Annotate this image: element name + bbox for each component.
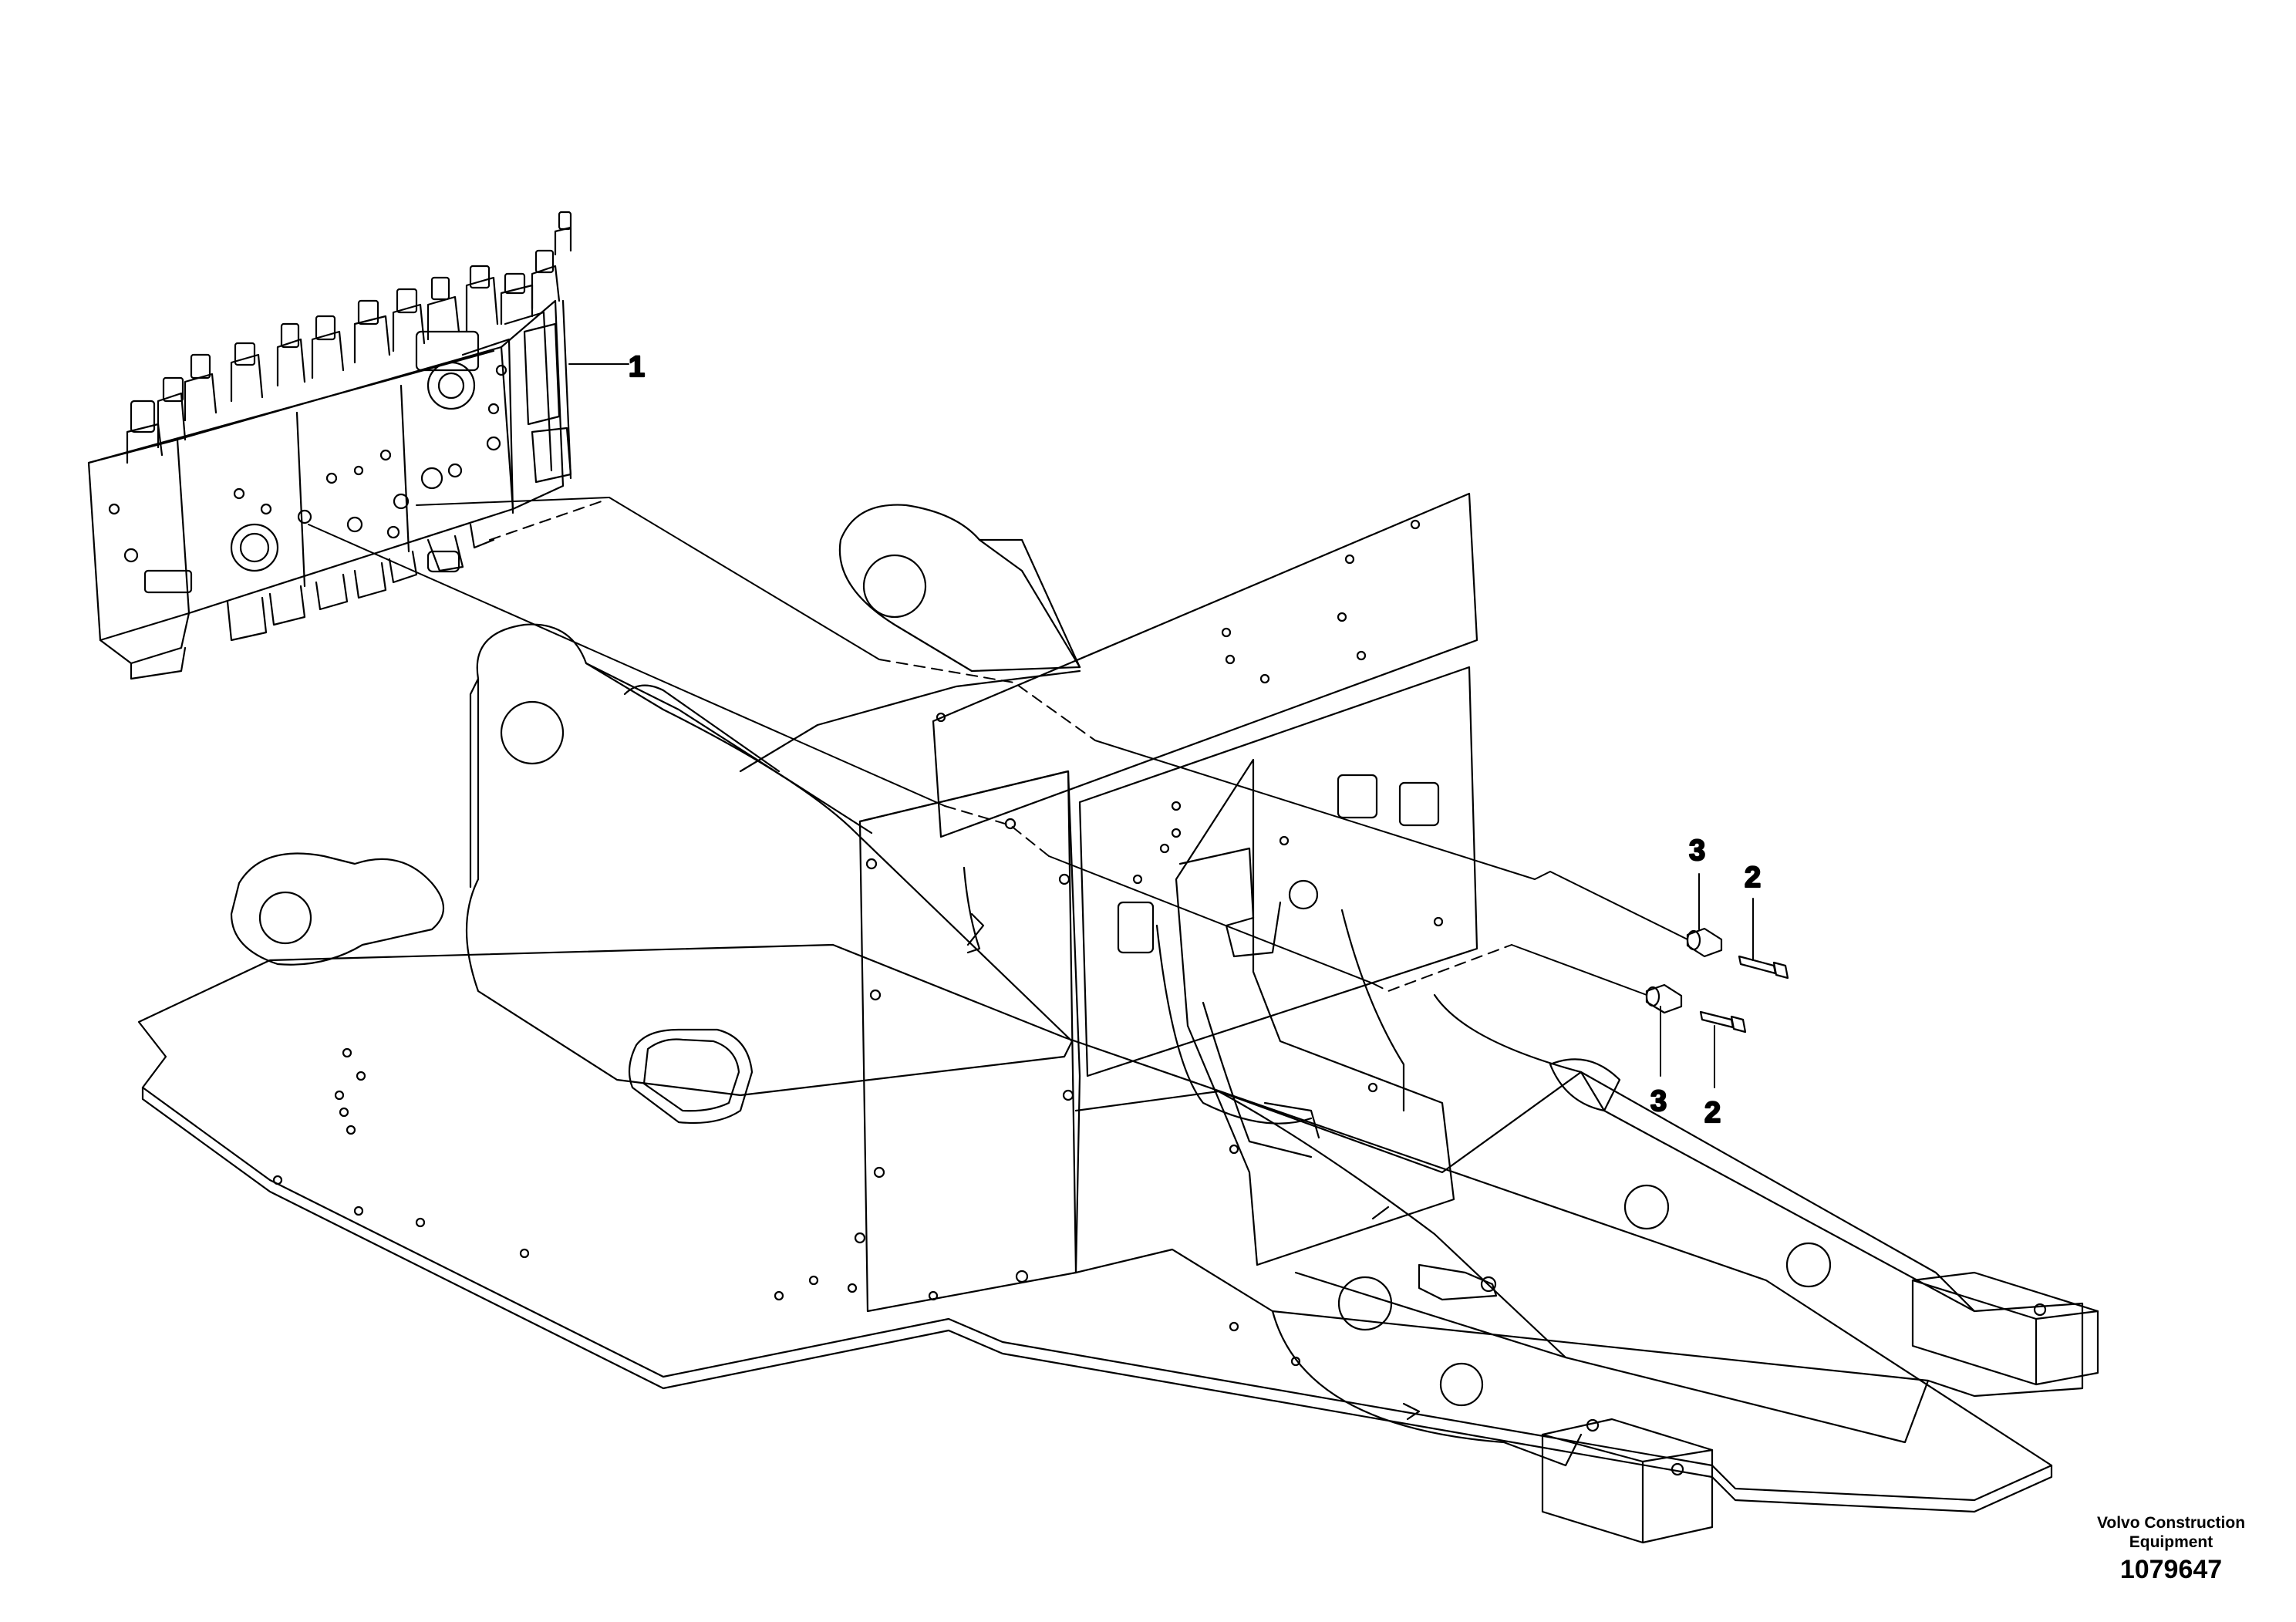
spacer-bolt-set-lower [1645, 983, 1747, 1034]
base-plate [137, 943, 2053, 1513]
frame-holes [936, 519, 1444, 1155]
manufacturer-line-2: Equipment [2129, 1533, 2213, 1551]
callout-part-2-upper: 2 [1745, 862, 1761, 894]
spacer-bolt-set-upper [1686, 927, 1789, 980]
callout-part-1: 1 [629, 351, 645, 383]
rear-tower [739, 504, 1081, 773]
manufacturer-caption: Volvo Construction Equipment [2075, 1513, 2267, 1552]
side-rails [1074, 993, 2099, 1544]
base-plate-holes [272, 1047, 1301, 1367]
callout-part-3-lower: 3 [1650, 1085, 1667, 1118]
callout-part-2-lower: 2 [1704, 1097, 1721, 1129]
assembly-guide-lines [308, 363, 1754, 1088]
manufacturer-line-1: Volvo Construction [2096, 1514, 2246, 1532]
callout-part-3-upper: 3 [1689, 835, 1705, 867]
document-number: 1079647 [2119, 1555, 2223, 1584]
boom-mount-lug [230, 623, 1074, 1125]
control-valve-block [87, 211, 572, 680]
